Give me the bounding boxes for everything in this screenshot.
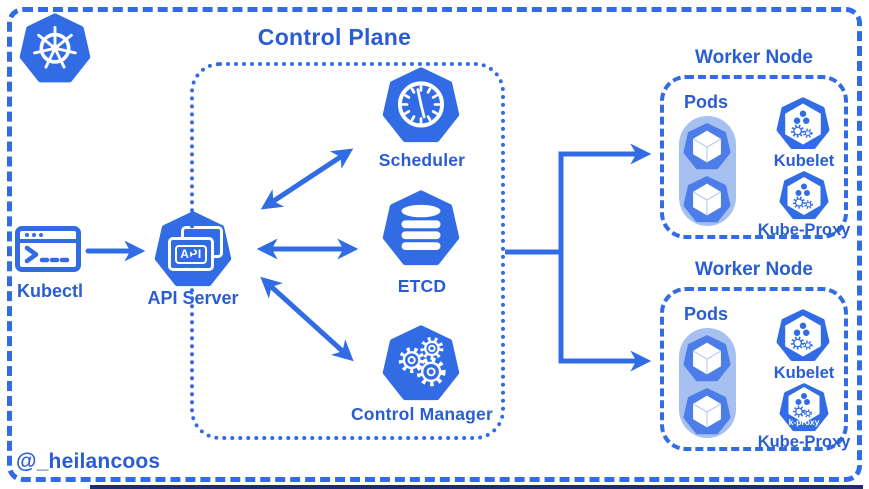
terminal-titlebar — [20, 231, 76, 243]
gears-icon — [398, 336, 446, 387]
terminal-prompt-icon — [24, 245, 70, 264]
pods-label: Pods — [684, 92, 729, 112]
control-plane-box — [190, 62, 505, 440]
kubelet-icon — [774, 309, 832, 363]
bottom-edge-bar — [90, 485, 863, 489]
worker-node-2: Worker Node Pods — [660, 259, 850, 459]
kubectl-terminal-icon — [15, 226, 81, 272]
kubelet-label: Kubelet — [773, 152, 835, 170]
pod-icon — [682, 176, 732, 224]
pod-icon — [682, 388, 732, 436]
etcd-node — [381, 190, 461, 268]
kube-proxy-badge: k-proxy — [788, 417, 820, 427]
scheduler-node — [381, 67, 461, 145]
kube-proxy-icon: k-proxy — [777, 383, 831, 433]
outer-dashed-frame — [7, 7, 862, 482]
worker-node-1-title: Worker Node — [695, 47, 813, 68]
kube-proxy-label: Kube-Proxy — [757, 221, 851, 239]
worker-node-1: Worker Node Pods — [660, 47, 850, 247]
kubectl-label: Kubectl — [16, 281, 83, 301]
kubernetes-logo-icon — [19, 13, 91, 87]
worker-node-2-title: Worker Node — [695, 259, 813, 280]
kube-proxy-label: Kube-Proxy — [757, 433, 851, 451]
kubelet-label: Kubelet — [773, 364, 835, 382]
attribution-handle: @_heilancoos — [16, 450, 161, 473]
worker-node-2-box: Pods — [660, 287, 850, 451]
control-plane-title: Control Plane — [257, 24, 412, 50]
clock-icon — [397, 81, 445, 128]
pod-icon — [682, 335, 732, 383]
control-manager-label: Control Manager — [350, 404, 494, 424]
pods-label: Pods — [684, 304, 729, 324]
worker-node-1-box: Pods — [660, 75, 850, 239]
control-manager-node — [381, 325, 461, 403]
scheduler-label: Scheduler — [378, 150, 466, 170]
kubelet-icon — [774, 97, 832, 151]
pod-icon — [682, 123, 732, 171]
etcd-label: ETCD — [397, 276, 447, 296]
database-icon — [401, 204, 441, 251]
kube-proxy-icon — [777, 171, 831, 221]
